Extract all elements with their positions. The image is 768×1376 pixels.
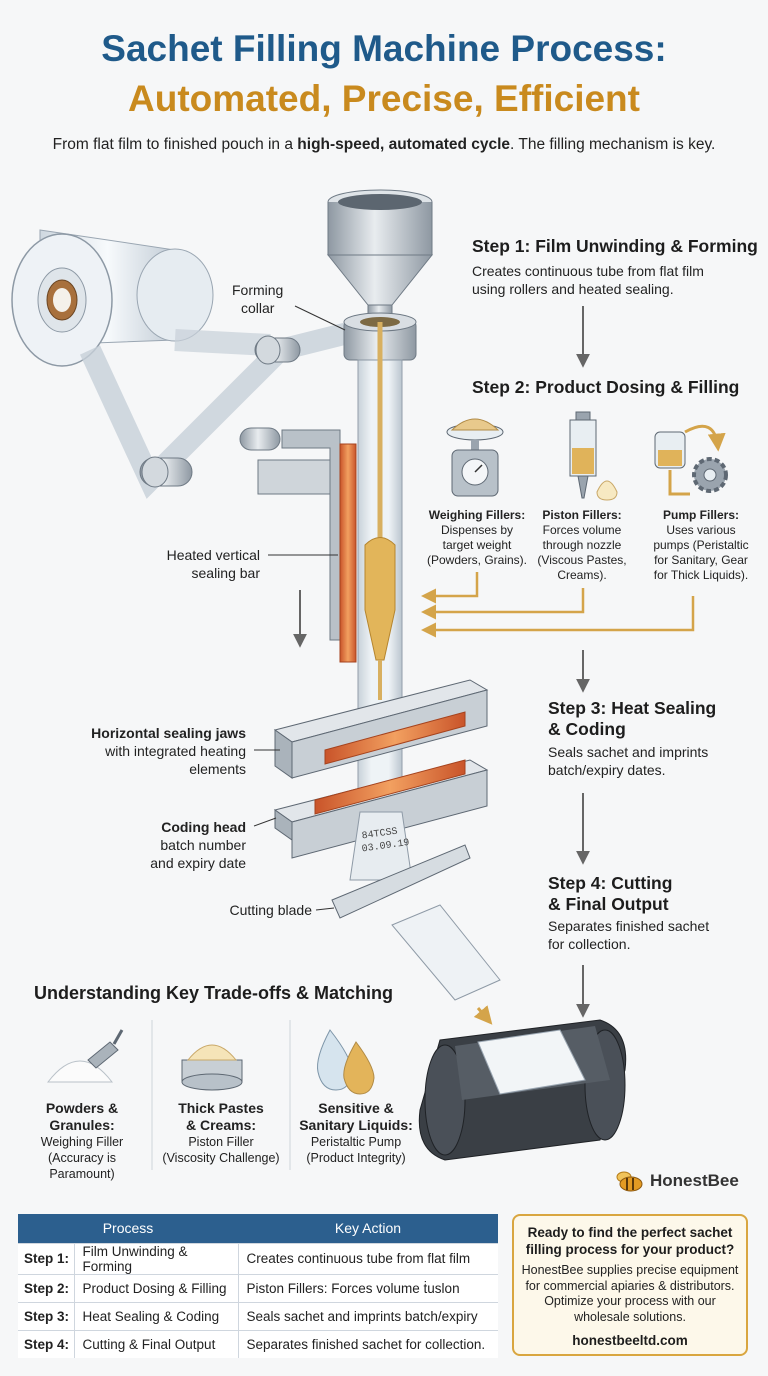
step2-title: Step 2: Product Dosing & Filling — [472, 377, 740, 397]
table-row: Step 3: Heat Sealing & Coding Seals sach… — [18, 1301, 498, 1330]
table-header-action: Key Action — [238, 1214, 498, 1243]
table-row: Step 2: Product Dosing & Filling Piston … — [18, 1273, 498, 1302]
table-cell-process: Product Dosing & Filling — [74, 1273, 239, 1302]
tradeoffs-heading: Understanding Key Trade-offs & Matching — [34, 983, 394, 1003]
step3-title: Step 3: Heat Sealing & Coding — [548, 698, 717, 739]
table-row: Step 4: Cutting & Final Output Separates… — [18, 1329, 498, 1358]
label-cutting-blade: Cutting blade — [229, 902, 312, 918]
table-cell-action: Creates continuous tube from flat film — [238, 1242, 498, 1274]
table-cell-action: Seals sachet and imprints batch/expiry — [238, 1301, 498, 1330]
bee-icon — [616, 1171, 643, 1192]
step1-title: Step 1: Film Unwinding & Forming — [472, 236, 758, 256]
table-cell-step: Step 2: — [18, 1273, 75, 1302]
filler-pump: Pump Fillers:Uses various pumps (Perista… — [653, 508, 749, 582]
filler-piston: Piston Fillers:Forces volume through noz… — [537, 508, 627, 582]
step3-desc: Seals sachet and imprints batch/expiry d… — [548, 744, 709, 778]
table-cell-process: Heat Sealing & Coding — [74, 1301, 239, 1330]
brand-logo: HonestBee — [612, 1170, 739, 1192]
pump-gear-icon — [654, 424, 728, 496]
table-cell-process: Film Unwinding & Forming — [74, 1242, 239, 1274]
leader-collar — [294, 305, 346, 331]
step4-title: Step 4: Cutting & Final Output — [548, 873, 673, 914]
table-cell-step: Step 1: — [18, 1242, 75, 1274]
film-web — [80, 319, 363, 499]
filler-feed-arrows — [421, 572, 695, 638]
powder-scoop-icon — [46, 1029, 124, 1083]
film-roll — [11, 229, 214, 367]
sachet-code-1: 84TCSS — [361, 827, 398, 843]
tradeoff-powders: Powders & Granules: Weighing Filler (Acc… — [40, 1100, 124, 1181]
table-cell-step: Step 3: — [18, 1301, 75, 1330]
cta-box: Ready to find the perfect sachet filling… — [512, 1214, 748, 1356]
table-row: Step 1: Film Unwinding & Forming Creates… — [18, 1242, 498, 1274]
scale-icon — [446, 418, 504, 497]
table-cell-step: Step 4: — [18, 1329, 75, 1358]
step1-desc: Creates continuous tube from flat film u… — [472, 263, 704, 297]
falling-sachet — [391, 904, 501, 1001]
table-header-process: Process — [18, 1214, 238, 1243]
label-forming-collar: Forming collar — [232, 282, 284, 316]
title-line-1: Sachet Filling Machine Process: — [101, 28, 667, 69]
cta-question: Ready to find the perfect sachet filling… — [525, 1225, 735, 1257]
table-cell-action: Separates finished sachet for collection… — [238, 1329, 498, 1358]
table-cell-action: Piston Fillers: Forces volume ṫuslon — [238, 1273, 498, 1302]
conveyor-belt — [418, 1019, 627, 1161]
table-cell-process: Cutting & Final Output — [74, 1329, 239, 1358]
step4-desc: Separates finished sachet for collection… — [548, 918, 710, 952]
tradeoff-liquids: Sensitive & Sanitary Liquids: Peristalti… — [299, 1100, 413, 1165]
cta-link[interactable]: honestbeeltd.com — [572, 1333, 688, 1348]
cutting-blade — [331, 844, 471, 919]
rollers — [139, 335, 341, 641]
vertical-sealing-bar — [339, 443, 357, 663]
title-line-2: Automated, Precise, Efficient — [128, 78, 640, 119]
tradeoff-pastes: Thick Pastes & Creams: Piston Filler (Vi… — [162, 1100, 280, 1165]
subtitle: From flat film to finished pouch in a hi… — [52, 136, 716, 153]
cta-body: HonestBee supplies precise equipment for… — [521, 1263, 739, 1324]
syringe-icon — [569, 411, 618, 501]
filler-weighing: Weighing Fillers:Dispenses by target wei… — [426, 508, 528, 567]
cream-jar-icon — [181, 1044, 243, 1091]
hopper — [326, 189, 434, 322]
label-vertical-sealing-bar: Heated vertical sealing bar — [166, 547, 260, 581]
process-table: Process Key Action Step 1: Film Unwindin… — [18, 1214, 498, 1358]
liquid-drops-icon — [317, 1029, 375, 1095]
